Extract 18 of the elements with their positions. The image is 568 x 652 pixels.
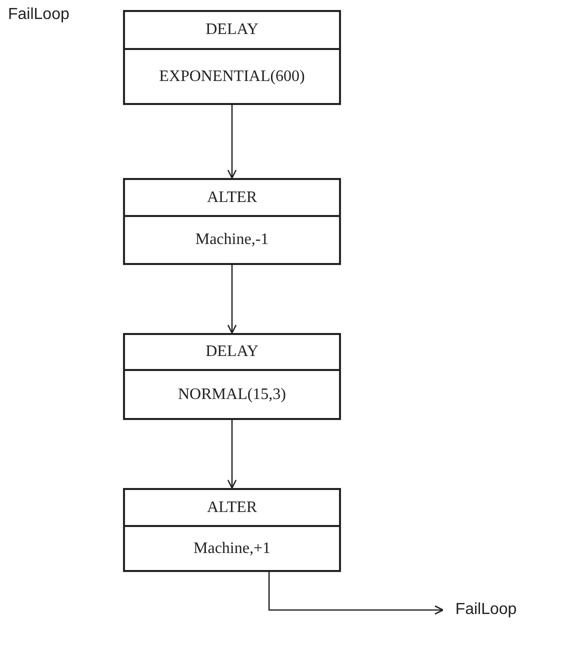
arrow — [268, 572, 444, 615]
block-operand: EXPONENTIAL(600) — [159, 68, 305, 86]
block-operand: Machine,-1 — [195, 231, 269, 249]
block-name: ALTER — [206, 188, 258, 206]
arrow — [227, 265, 237, 334]
process-block — [123, 488, 341, 572]
block-operand: NORMAL(15,3) — [178, 386, 286, 404]
block-name: DELAY — [206, 21, 258, 39]
block-name: DELAY — [206, 343, 258, 361]
arrow — [227, 420, 237, 489]
block-operand: Machine,+1 — [194, 540, 270, 558]
process-block — [123, 178, 341, 265]
block-label: FailLoop — [8, 6, 70, 23]
process-block — [123, 10, 341, 105]
block-name: ALTER — [206, 498, 258, 516]
block-label: FailLoop — [455, 601, 517, 619]
process-block — [123, 333, 341, 420]
arrow — [227, 105, 237, 179]
